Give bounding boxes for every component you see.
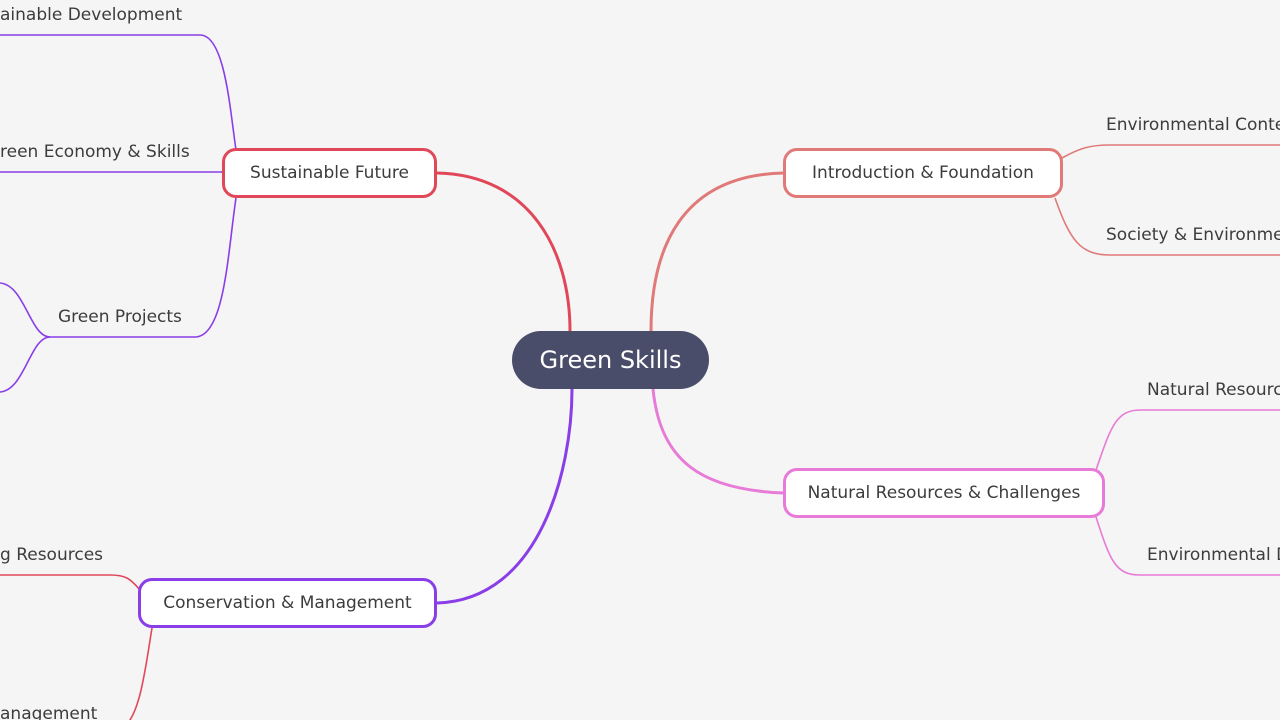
leaf-environmental-context[interactable]: Environmental Conte (1106, 115, 1280, 135)
link-gp-child-1 (0, 282, 51, 338)
link-root-introduction (649, 171, 785, 332)
node-label: Conservation & Management (163, 593, 412, 613)
leaf-green-projects[interactable]: Green Projects (58, 307, 182, 327)
link-root-conservation (436, 388, 574, 605)
node-conservation-management[interactable]: Conservation & Management (138, 578, 437, 628)
root-node[interactable]: Green Skills (512, 331, 709, 389)
root-label: Green Skills (539, 346, 682, 374)
leaf-society-environment[interactable]: Society & Environme (1106, 225, 1280, 245)
link-nr-environmental-d (1095, 516, 1280, 576)
link-gp-child-2 (0, 336, 51, 393)
link-root-natural-resources (651, 388, 785, 495)
link-sf-sustainable-development (0, 34, 237, 151)
leaf-natural-resources[interactable]: Natural Resourc (1147, 380, 1280, 400)
leaf-management[interactable]: anagement (0, 704, 98, 720)
link-intro-environmental-context (1061, 144, 1280, 159)
link-sf-green-economy (0, 171, 223, 173)
leaf-sustainable-development[interactable]: ainable Development (0, 5, 183, 25)
leaf-green-economy-skills[interactable]: reen Economy & Skills (0, 142, 190, 162)
node-label: Introduction & Foundation (812, 163, 1034, 183)
link-intro-society (1054, 197, 1280, 256)
link-root-sustainable-future (436, 171, 572, 332)
node-introduction-foundation[interactable]: Introduction & Foundation (783, 148, 1063, 198)
leaf-environmental-d[interactable]: Environmental D (1147, 545, 1280, 565)
link-cm-management (129, 627, 153, 720)
node-natural-resources-challenges[interactable]: Natural Resources & Challenges (783, 468, 1105, 518)
node-label: Sustainable Future (250, 163, 409, 183)
node-label: Natural Resources & Challenges (807, 483, 1081, 503)
leaf-resources[interactable]: g Resources (0, 545, 104, 565)
link-nr-natural-resources (1095, 409, 1280, 471)
node-sustainable-future[interactable]: Sustainable Future (222, 148, 437, 198)
link-cm-resources (0, 574, 141, 591)
link-sf-green-projects (50, 197, 237, 338)
